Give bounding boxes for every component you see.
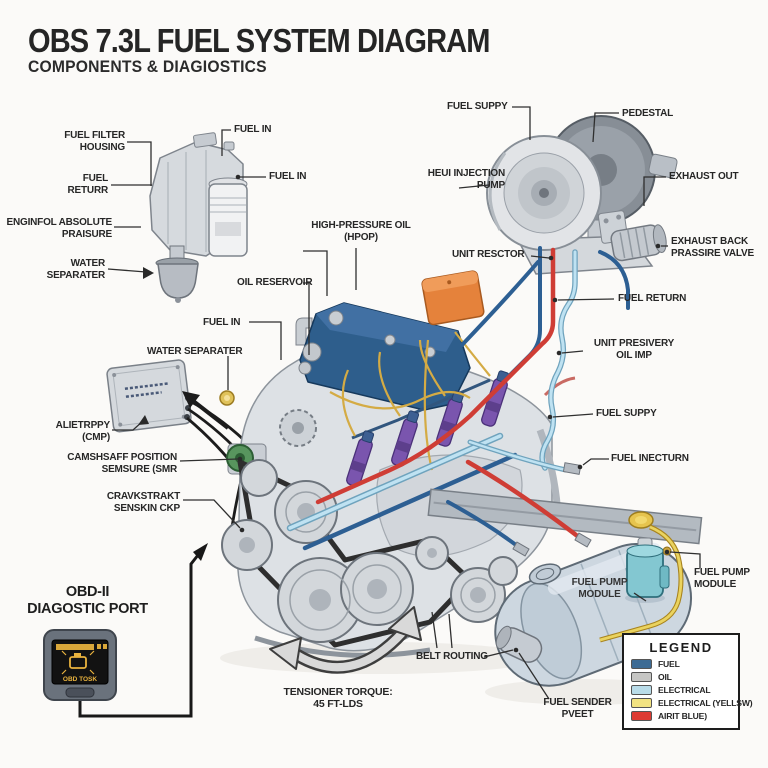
legend-row-electrical: ELECTRICAL xyxy=(631,685,731,695)
legend-swatch-oil xyxy=(631,672,652,682)
legend-row-electrical-yellow: ELECTRICAL (YELLSW) xyxy=(631,698,753,708)
turbo-heui-pump xyxy=(486,115,678,275)
fuel-pump-module-canister xyxy=(625,537,670,603)
label-oil-reservoir: OIL RESERVOIR xyxy=(237,277,313,288)
tensioner-arrow xyxy=(269,606,422,674)
label-fuel-in-top: FUEL IN xyxy=(234,124,272,135)
label-fuel-supply-right: FUEL SUPPY xyxy=(596,408,657,419)
label-water-separator-a: WATER SEPARATER xyxy=(46,258,106,281)
label-water-separator-b: WATER SEPARATER xyxy=(147,346,243,357)
legend-label-oil: OIL xyxy=(658,672,672,682)
pcm-module xyxy=(106,359,254,557)
label-cam-position-sensor: CAMSHSAFF POSITION SEMSURE (SMR xyxy=(67,452,177,475)
exhaust-back-pressure-valve xyxy=(610,224,667,262)
label-fuel-supply-top: FUEL SUPPY xyxy=(447,101,508,112)
label-exhaust-back-valve: EXHAUST BACK PRASSIRE VALVE xyxy=(671,236,754,259)
water-separator-ring xyxy=(219,390,235,406)
label-cmp-module: ALIETRPPY (CMP) xyxy=(55,420,111,443)
pulleys-and-belt xyxy=(221,459,518,648)
leader-dots xyxy=(138,174,670,653)
label-crank-sensor: CRAVKSTRAKT SENSKIN CKP xyxy=(106,491,180,514)
leader-lines xyxy=(107,106,701,700)
label-obd-port: OBD-II DIAGOSTIC PORT xyxy=(27,584,148,617)
label-heui-pump: HEUI INJECTION PUMP xyxy=(427,168,505,191)
legend-swatch-air xyxy=(631,711,652,721)
legend-label-electrical-yellow: ELECTRICAL (YELLSW) xyxy=(658,698,753,708)
label-fuel-pump-module-tank: FUEL PUMP MODULE xyxy=(571,577,628,600)
legend-label-air: AIRIT BLUE) xyxy=(658,711,707,721)
legend-title: LEGEND xyxy=(649,640,713,655)
label-fuel-pump-module-right: FUEL PUMP MODULE xyxy=(694,567,750,590)
plumbing-lines xyxy=(315,246,630,557)
legend-label-electrical: ELECTRICAL xyxy=(658,685,711,695)
fuel-filter-assembly xyxy=(149,132,248,303)
fuel-sender-unit xyxy=(495,625,543,663)
label-fuel-filter-housing: FUEL FILTER HOUSING xyxy=(64,130,125,153)
label-fuel-sender: FUEL SENDER PVEET xyxy=(543,697,612,720)
legend-row-oil: OIL xyxy=(631,672,731,682)
label-belt-routing: BELT ROUTING xyxy=(416,651,488,662)
label-unit-resctor: UNIT RESCTOR xyxy=(452,249,525,260)
label-fuel-inecturn: FUEL INECTURN xyxy=(611,453,689,464)
label-fuel-returr: FUEL RETURR xyxy=(67,173,109,196)
label-tensioner-note: TENSIONER TORQUE: 45 FT-LDS xyxy=(283,686,393,710)
yellow-wires xyxy=(329,331,491,471)
page-subtitle: COMPONENTS & DIAGIOSTICS xyxy=(28,58,267,76)
label-fuel-return: FUEL RETURN xyxy=(618,293,687,304)
legend-row-air: AIRIT BLUE) xyxy=(631,711,731,721)
legend-label-fuel: FUEL xyxy=(658,659,680,669)
label-fuel-in-filter: FUEL IN xyxy=(269,171,307,182)
label-pedestal: PEDESTAL xyxy=(622,108,673,119)
obd-scanner: OBD TOSK xyxy=(43,543,208,718)
legend-swatch-fuel xyxy=(631,659,652,669)
legend-swatch-electrical-yellow xyxy=(631,698,652,708)
legend: LEGEND FUEL OIL ELECTRICAL ELECTRICAL (Y… xyxy=(622,633,753,730)
legend-swatch-electrical xyxy=(631,685,652,695)
legend-row-fuel: FUEL xyxy=(631,659,731,669)
label-fuel-in-mid: FUEL IN xyxy=(203,317,241,328)
label-hpop: HIGH-PRESSURE OIL (HPOP) xyxy=(311,220,411,243)
label-exhaust-out: EXHAUST OUT xyxy=(669,171,739,182)
obd-screen-text: OBD TOSK xyxy=(63,676,97,683)
unit-injector-box xyxy=(421,270,485,326)
hpop-reservoir xyxy=(295,302,471,411)
label-unit-presivery: UNIT PRESIVERY OIL IMP xyxy=(593,338,675,361)
label-engine-oil-pressure: ENGINFOL ABSOLUTE PRAISURE xyxy=(6,217,113,240)
page-title: OBS 7.3L FUEL SYSTEM DIAGRAM xyxy=(28,22,490,59)
